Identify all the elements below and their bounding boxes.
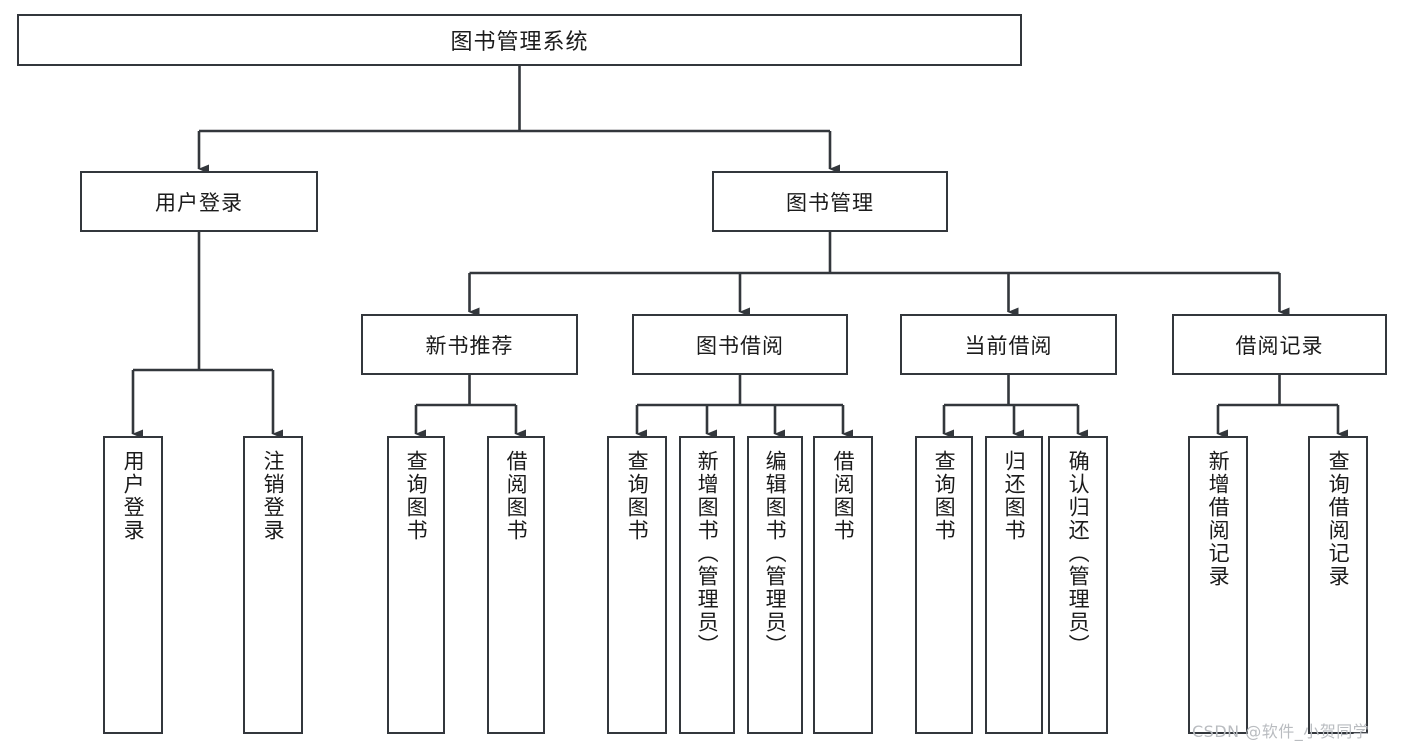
leaf-label: 确认归还（管理员）	[1066, 450, 1091, 657]
level3-box-3[interactable]: 借阅记录	[1172, 314, 1387, 375]
level2-box-0[interactable]: 用户登录	[80, 171, 318, 232]
leaf-box-7[interactable]: 借阅图书	[813, 436, 873, 734]
leaf-box-6[interactable]: 编辑图书（管理员）	[747, 436, 803, 734]
leaf-box-5[interactable]: 新增图书（管理员）	[679, 436, 735, 734]
leaf-label: 注销登录	[261, 450, 286, 542]
leaf-box-10[interactable]: 确认归还（管理员）	[1048, 436, 1108, 734]
leaf-label: 用户登录	[121, 450, 146, 542]
leaf-label: 查询图书	[625, 450, 650, 542]
leaf-box-8[interactable]: 查询图书	[915, 436, 973, 734]
leaf-box-4[interactable]: 查询图书	[607, 436, 667, 734]
leaf-label: 新增借阅记录	[1206, 450, 1231, 588]
leaf-box-0[interactable]: 用户登录	[103, 436, 163, 734]
level3-label: 新书推荐	[425, 333, 514, 358]
level3-label: 当前借阅	[964, 333, 1053, 358]
level3-box-2[interactable]: 当前借阅	[900, 314, 1117, 375]
leaf-box-2[interactable]: 查询图书	[387, 436, 445, 734]
level2-label: 用户登录	[155, 190, 243, 215]
leaf-label: 查询图书	[404, 450, 429, 542]
leaf-label: 借阅图书	[831, 450, 856, 542]
leaf-label: 借阅图书	[504, 450, 529, 542]
leaf-label: 查询借阅记录	[1326, 450, 1351, 588]
level2-box-1[interactable]: 图书管理	[712, 171, 948, 232]
leaf-box-12[interactable]: 查询借阅记录	[1308, 436, 1368, 734]
leaf-box-11[interactable]: 新增借阅记录	[1188, 436, 1248, 734]
leaf-label: 编辑图书（管理员）	[763, 450, 788, 657]
level3-label: 借阅记录	[1235, 333, 1324, 358]
root-label: 图书管理系统	[450, 30, 589, 55]
leaf-box-3[interactable]: 借阅图书	[487, 436, 545, 734]
level3-box-1[interactable]: 图书借阅	[632, 314, 848, 375]
leaf-label: 新增图书（管理员）	[695, 450, 720, 657]
leaf-label: 查询图书	[932, 450, 957, 542]
leaf-label: 归还图书	[1002, 450, 1027, 542]
level3-label: 图书借阅	[696, 333, 784, 358]
leaf-box-9[interactable]: 归还图书	[985, 436, 1043, 734]
leaf-box-1[interactable]: 注销登录	[243, 436, 303, 734]
level2-label: 图书管理	[786, 190, 874, 215]
root-box-0[interactable]: 图书管理系统	[17, 14, 1022, 66]
level3-box-0[interactable]: 新书推荐	[361, 314, 578, 375]
